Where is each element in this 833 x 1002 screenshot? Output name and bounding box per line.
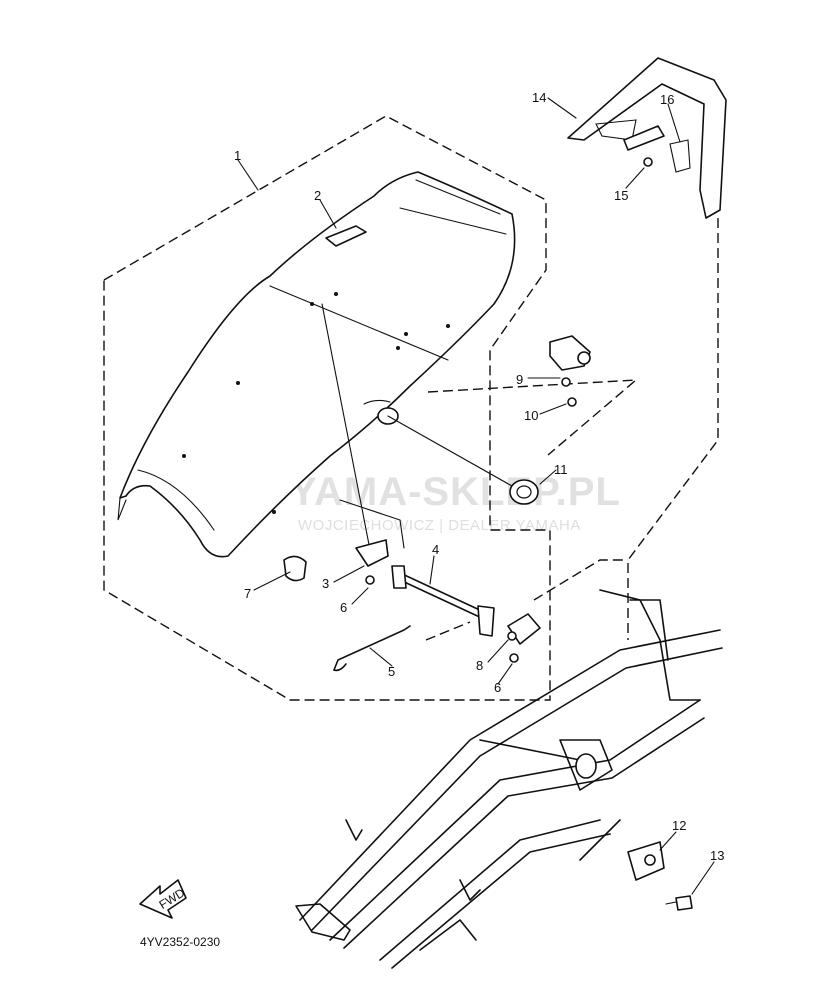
part-label: 2 <box>314 188 321 203</box>
seat-lock <box>549 335 591 407</box>
bracket-and-bolt <box>627 841 693 911</box>
cable-leader <box>425 559 628 641</box>
watermark-title: YAMA-SKLEP.PL <box>290 470 621 514</box>
leader-lines <box>237 97 715 895</box>
frame <box>295 589 723 969</box>
part-numbers: 1 2 3 4 5 6 6 7 8 9 10 11 12 13 14 15 16 <box>234 90 724 863</box>
part-label: 6 <box>494 680 501 695</box>
grab-bar-leader <box>627 218 719 640</box>
fwd-arrow-icon: FWD <box>139 879 187 919</box>
part-label: 10 <box>524 408 538 423</box>
part-label: 8 <box>476 658 483 673</box>
part-label: 16 <box>660 92 674 107</box>
drawing-code: 4YV2352-0230 <box>140 935 220 949</box>
lock-assembly-boundary <box>427 379 639 456</box>
part-label: 11 <box>554 462 568 477</box>
seat-mount-parts <box>283 303 541 672</box>
seat-assembly-boundary <box>103 115 551 701</box>
part-label: 13 <box>710 848 724 863</box>
part-label: 14 <box>532 90 546 105</box>
grab-bar <box>567 57 727 219</box>
part-label: 6 <box>340 600 347 615</box>
watermark-subtitle: WOJCIECHOWICZ | DEALER YAMAHA <box>298 517 581 534</box>
part-label: 7 <box>244 586 251 601</box>
part-label: 4 <box>432 542 439 557</box>
part-label: 1 <box>234 148 241 163</box>
part-label: 15 <box>614 188 628 203</box>
seat <box>117 171 516 558</box>
part-label: 5 <box>388 664 395 679</box>
part-label: 3 <box>322 576 329 591</box>
part-label: 9 <box>516 372 523 387</box>
part-label: 12 <box>672 818 686 833</box>
